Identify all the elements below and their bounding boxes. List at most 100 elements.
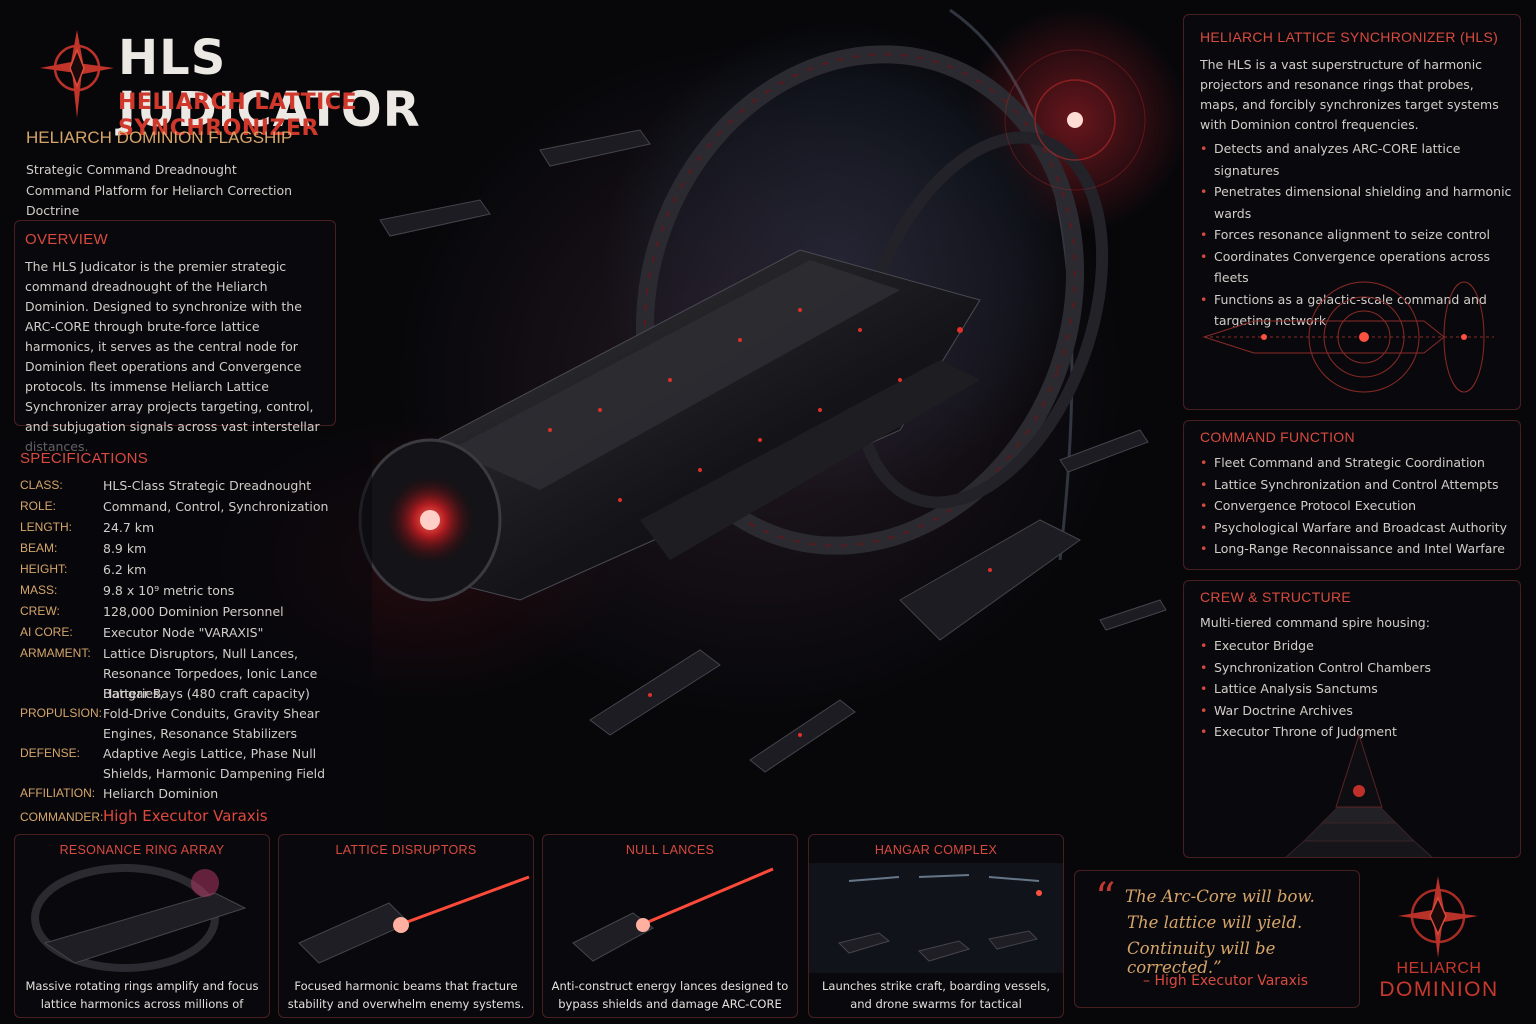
spec-value: Engines, Resonance Stabilizers — [103, 726, 298, 741]
card-title: HANGAR COMPLEX — [874, 843, 998, 857]
spec-value: 24.7 km — [103, 520, 155, 535]
card-illustration — [298, 875, 530, 964]
spec-value: 8.9 km — [103, 541, 147, 556]
specifications-heading: SPECIFICATIONS — [20, 450, 149, 467]
card-caption-line: Anti-construct energy lances designed to — [551, 979, 789, 993]
flagship-heading: HELIARCH DOMINION FLAGSHIP — [26, 128, 293, 147]
list-item: Executor Bridge — [1198, 635, 1514, 657]
spec-key: MASS: — [20, 583, 58, 597]
command-function-heading: COMMAND FUNCTION — [1200, 429, 1355, 445]
spec-value: 128,000 Dominion Personnel — [103, 604, 284, 619]
command-function-list: Fleet Command and Strategic Coordination… — [1198, 452, 1514, 560]
card-resonance-ring-array: RESONANCE RING ARRAY Massive rotating ri… — [14, 834, 270, 1018]
hls-text: The HLS is a vast superstructure of harm… — [1200, 57, 1499, 132]
quote-line: The lattice will yield. — [1127, 913, 1303, 932]
card-illustration — [572, 867, 774, 962]
card-caption-line: stability and overwhelm enemy systems. — [287, 997, 525, 1011]
flagship-line: Strategic Command Dreadnought — [26, 162, 237, 177]
emblem-text: DOMINION — [1379, 978, 1499, 1001]
overview-panel: OVERVIEW The HLS Judicator is the premie… — [14, 220, 336, 454]
emblem-text: HELIARCH — [1396, 960, 1482, 977]
card-caption-line: bypass shields and damage ARC-CORE nodes… — [558, 997, 782, 1017]
schematic-diagram — [1202, 281, 1494, 393]
list-item: War Doctrine Archives — [1198, 700, 1514, 722]
card-title: LATTICE DISRUPTORS — [335, 843, 477, 857]
specifications-panel: SPECIFICATIONS CLASS: HLS-Class Strategi… — [10, 440, 372, 830]
card-caption: Launches strike craft, boarding vessels,… — [817, 977, 1055, 1017]
card-title: NULL LANCES — [625, 843, 715, 857]
hls-panel: HELIARCH LATTICE SYNCHRONIZER (HLS) The … — [1183, 14, 1521, 410]
flagship-line: Command Platform for Heliarch Correction… — [26, 183, 293, 218]
list-item: Convergence Protocol Execution — [1198, 495, 1514, 517]
spec-key: HEIGHT: — [20, 562, 68, 576]
card-lattice-disruptors: LATTICE DISRUPTORS Focused harmonic beam… — [278, 834, 534, 1018]
list-item: Psychological Warfare and Broadcast Auth… — [1198, 517, 1514, 539]
spec-key: ROLE: — [20, 499, 57, 513]
heliarch-star-emblem-icon — [1398, 876, 1478, 958]
card-hangar-complex: HANGAR COMPLEX Launches strike craft, bo… — [808, 834, 1064, 1018]
quote-mark-icon: “ — [1095, 875, 1116, 921]
spec-value: 6.2 km — [103, 562, 147, 577]
list-item: Forces resonance alignment to seize cont… — [1198, 224, 1514, 246]
list-item: Lattice Analysis Sanctums — [1198, 678, 1514, 700]
spec-value: Lattice Disruptors, Null Lances, — [103, 646, 298, 661]
list-item: Executor Throne of Judgment — [1198, 721, 1514, 743]
dreadnought-illustration — [358, 8, 1167, 773]
list-item: Penetrates dimensional shielding and har… — [1198, 181, 1514, 224]
spec-value: Command, Control, Synchronization — [103, 499, 329, 514]
card-caption: Anti-construct energy lances designed to… — [551, 977, 789, 1017]
crew-structure-intro: Multi-tiered command spire housing: — [1200, 615, 1430, 630]
spec-value: HLS-Class Strategic Dreadnought — [103, 478, 312, 493]
spec-value-commander: High Executor Varaxis — [103, 807, 268, 825]
card-caption-line: Focused harmonic beams that fracture — [294, 979, 518, 993]
spec-value: Adaptive Aegis Lattice, Phase Null — [103, 746, 317, 761]
throne-illustration — [1285, 733, 1433, 857]
spec-value: Fold-Drive Conduits, Gravity Shear — [103, 706, 320, 721]
quote-line: The Arc-Core will bow. — [1125, 887, 1315, 906]
card-caption-line: Launches strike craft, boarding vessels, — [822, 979, 1050, 993]
page-title: HLS JUDICATOR — [118, 30, 421, 138]
overview-text: The HLS Judicator is the premier strateg… — [25, 259, 320, 454]
spec-value: Shields, Harmonic Dampening Field — [103, 766, 326, 781]
title-block: HLS JUDICATOR HELIARCH LATTICE SYNCHRONI… — [14, 14, 538, 141]
card-caption-line: and drone swarms for tactical dominance. — [850, 997, 1022, 1017]
list-item: Synchronization Control Chambers — [1198, 657, 1514, 679]
spec-key: CREW: — [20, 604, 60, 618]
card-title: RESONANCE RING ARRAY — [59, 843, 225, 857]
list-item: Long-Range Reconnaissance and Intel Warf… — [1198, 538, 1514, 560]
spec-value: Heliarch Dominion — [103, 786, 219, 801]
card-illustration — [31, 864, 247, 972]
heliarch-star-emblem-icon — [40, 30, 114, 118]
page-subtitle: HELIARCH LATTICE SYNCHRONIZER — [118, 90, 358, 141]
hls-heading: HELIARCH LATTICE SYNCHRONIZER (HLS) — [1200, 29, 1499, 45]
spec-key: CLASS: — [20, 478, 63, 492]
spec-value: 9.8 x 10⁹ metric tons — [103, 583, 235, 598]
list-item: Fleet Command and Strategic Coordination — [1198, 452, 1514, 474]
card-caption-line: lattice harmonics across millions of kil… — [40, 997, 244, 1017]
spec-key: BEAM: — [20, 541, 58, 555]
spec-key: COMMANDER: — [20, 810, 104, 824]
list-item: Detects and analyzes ARC-CORE lattice si… — [1198, 138, 1514, 181]
card-caption: Massive rotating rings amplify and focus… — [23, 977, 261, 1017]
flagship-panel: HELIARCH DOMINION FLAGSHIP Strategic Com… — [14, 120, 336, 218]
card-caption-line: Massive rotating rings amplify and focus — [25, 979, 259, 993]
spec-key: AFFILIATION: — [20, 786, 96, 800]
spec-key: LENGTH: — [20, 520, 73, 534]
quote-panel: “ The Arc-Core will bow. The lattice wil… — [1074, 870, 1360, 1008]
card-caption: Focused harmonic beams that fracture sta… — [287, 977, 525, 1013]
spec-key: AI CORE: — [20, 625, 73, 639]
quote-line: Continuity will be corrected.” — [1127, 939, 1276, 977]
command-function-panel: COMMAND FUNCTION Fleet Command and Strat… — [1183, 420, 1521, 570]
overview-heading: OVERVIEW — [25, 231, 108, 248]
list-item: Coordinates Convergence operations acros… — [1198, 246, 1514, 289]
card-null-lances: NULL LANCES Anti-construct energy lances… — [542, 834, 798, 1018]
spec-value: Resonance Torpedoes, Ionic Lance Batteri… — [103, 666, 318, 701]
spec-key: ARMAMENT: — [20, 646, 91, 660]
spec-value: Executor Node "VARAXIS" — [103, 625, 264, 640]
spec-key: DEFENSE: — [20, 746, 81, 760]
quote-attribution: – High Executor Varaxis — [1143, 973, 1309, 989]
card-illustration — [809, 863, 1063, 973]
crew-structure-list: Executor Bridge Synchronization Control … — [1198, 635, 1514, 743]
spec-value: Hangar Bays (480 craft capacity) — [103, 686, 310, 701]
list-item: Lattice Synchronization and Control Atte… — [1198, 474, 1514, 496]
